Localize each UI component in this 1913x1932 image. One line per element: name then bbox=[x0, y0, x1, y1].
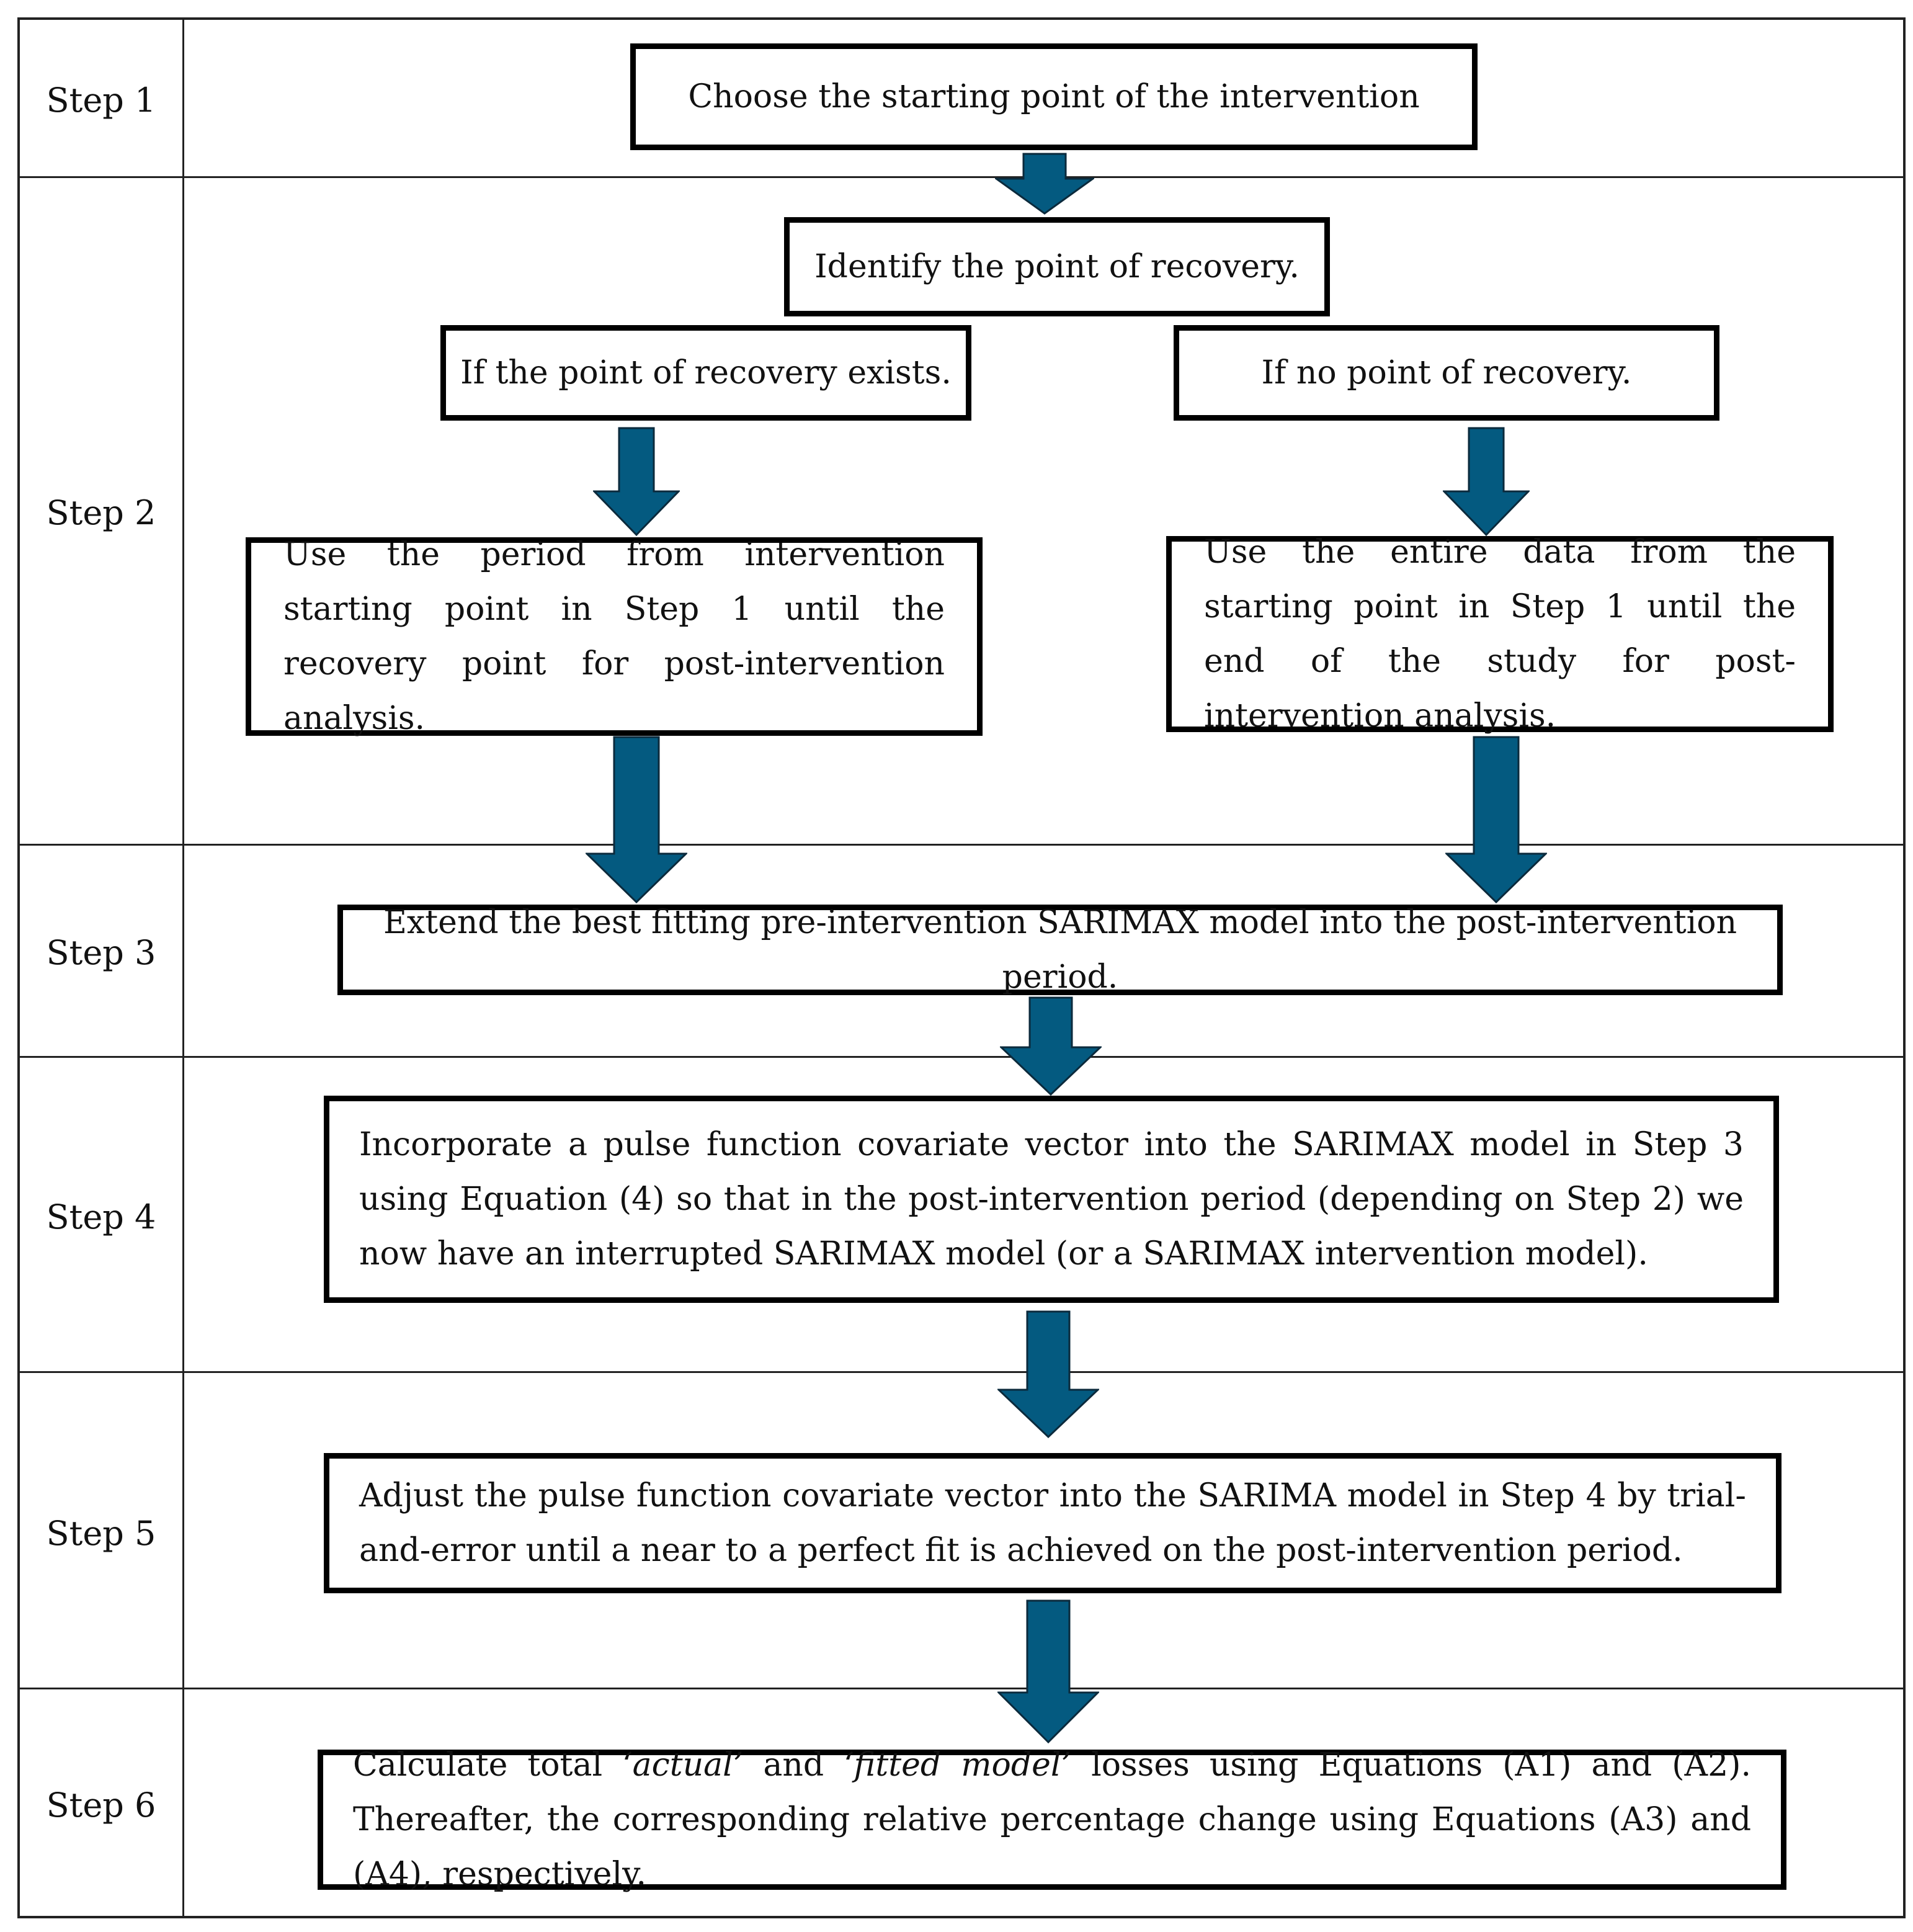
frame-top-border bbox=[17, 17, 1906, 20]
calc-prefix: Calculate total bbox=[353, 1746, 623, 1784]
step-2-label: Step 2 bbox=[46, 493, 156, 532]
step-4-label: Step 4 bbox=[46, 1197, 156, 1237]
calculate-losses-box: Calculate total ‘actual’ and ‘fitted mod… bbox=[318, 1746, 1786, 1893]
no-recovery-text: If no point of recovery. bbox=[1261, 354, 1632, 391]
row-divider-1 bbox=[17, 176, 1906, 178]
identify-recovery-box: Identify the point of recovery. bbox=[784, 217, 1330, 316]
row-divider-3 bbox=[17, 1056, 1906, 1058]
row-divider-5 bbox=[17, 1688, 1906, 1689]
use-entire-box: Use the entire data from the starting po… bbox=[1166, 534, 1834, 735]
arrow-use-period-to-step3 bbox=[586, 736, 687, 903]
frame-right-border bbox=[1903, 17, 1906, 1918]
row-divider-2 bbox=[17, 844, 1906, 846]
frame-left-border bbox=[17, 17, 20, 1918]
frame-column-divider bbox=[182, 17, 184, 1918]
arrow-step1-to-identify bbox=[995, 153, 1094, 215]
extend-model-box: Extend the best fitting pre-intervention… bbox=[337, 904, 1783, 996]
no-recovery-box: If no point of recovery. bbox=[1174, 325, 1719, 421]
incorporate-pulse-text: Incorporate a pulse function covariate v… bbox=[359, 1126, 1744, 1272]
calc-and: and bbox=[743, 1746, 844, 1784]
adjust-pulse-box: Adjust the pulse function covariate vect… bbox=[324, 1453, 1781, 1593]
step-3-label: Step 3 bbox=[46, 933, 156, 972]
step-5-label: Step 5 bbox=[46, 1514, 156, 1553]
choose-start-text: Choose the starting point of the interve… bbox=[688, 78, 1420, 115]
extend-model-text: Extend the best fitting pre-intervention… bbox=[383, 904, 1737, 996]
adjust-pulse-text: Adjust the pulse function covariate vect… bbox=[359, 1477, 1746, 1569]
use-entire-text: Use the entire data from the starting po… bbox=[1204, 534, 1796, 735]
use-period-text: Use the period from intervention startin… bbox=[283, 536, 945, 737]
step-6-label: Step 6 bbox=[46, 1786, 156, 1825]
row-divider-4 bbox=[17, 1371, 1906, 1373]
arrow-step3-to-step4 bbox=[1000, 996, 1102, 1096]
calculate-losses-text: Calculate total ‘actual’ and ‘fitted mod… bbox=[353, 1738, 1751, 1902]
arrow-step4-to-step5 bbox=[997, 1310, 1099, 1438]
frame-bottom-border bbox=[17, 1916, 1906, 1918]
use-period-box: Use the period from intervention startin… bbox=[246, 536, 983, 737]
arrow-no-recovery-down bbox=[1443, 427, 1530, 536]
recovery-exists-box: If the point of recovery exists. bbox=[440, 325, 971, 421]
arrow-use-entire-to-step3 bbox=[1445, 736, 1547, 903]
identify-recovery-text: Identify the point of recovery. bbox=[814, 248, 1300, 285]
choose-start-box: Choose the starting point of the interve… bbox=[630, 43, 1478, 150]
calc-actual-term: ‘actual’ bbox=[622, 1746, 744, 1784]
calc-fitted-term: ‘fitted model’ bbox=[844, 1746, 1072, 1784]
step-1-label: Step 1 bbox=[46, 81, 156, 120]
calc-suffix: losses using Equations (A1) and (A2). Th… bbox=[353, 1746, 1751, 1893]
incorporate-pulse-box: Incorporate a pulse function covariate v… bbox=[324, 1096, 1779, 1303]
arrow-step5-to-step6 bbox=[997, 1599, 1099, 1743]
arrow-recovery-exists-down bbox=[593, 427, 680, 536]
recovery-exists-text: If the point of recovery exists. bbox=[460, 354, 952, 391]
